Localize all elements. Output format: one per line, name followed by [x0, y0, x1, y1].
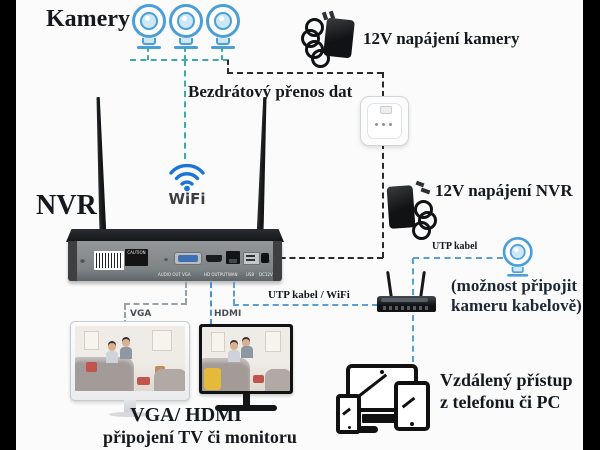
nvr-dc-jack [261, 253, 269, 263]
letterbox-right [583, 0, 600, 450]
nvr-top-edge [66, 229, 284, 242]
wall-socket-icon [360, 96, 409, 146]
connector-camera-bus [130, 59, 229, 61]
connector-socket-to-nvr-power [382, 143, 384, 258]
camera-icon [167, 4, 205, 50]
tablet-icon [394, 381, 430, 431]
connector-vga-2 [124, 303, 187, 305]
wifi-icon [167, 158, 207, 192]
wired-note-line2: kameru kabelově) [451, 296, 582, 315]
connector-hdmi [210, 282, 212, 325]
nvr-label: NVR [36, 190, 97, 221]
bottom-title: VGA/ HDMI [130, 404, 242, 426]
remote-label-line2: z telefonu či PC [440, 392, 561, 412]
connector-wireless-to-wifi [184, 60, 186, 159]
connector-utp-camera [413, 257, 503, 259]
bottom-subtitle: připojení TV či monitoru [103, 427, 297, 447]
phone-icon [336, 394, 361, 434]
wired-camera-icon [501, 237, 534, 277]
router-antenna-left [386, 270, 393, 299]
power-nvr-label: 12V napájení NVR [435, 181, 573, 200]
nvr-port-label: VGA [182, 272, 191, 277]
nvr-port-label: DC12V [259, 272, 273, 277]
nvr-antenna-right [256, 97, 270, 233]
camera-icon [130, 4, 168, 50]
nvr-caution-label: CAUTION [125, 249, 148, 266]
connector-vga-1 [185, 282, 187, 304]
router-antenna-right [419, 270, 426, 299]
tv-hdmi-icon [199, 324, 293, 411]
nvr-usb-port [243, 252, 260, 265]
power-adapter-camera-icon [299, 10, 359, 68]
letterbox-left [0, 0, 16, 450]
utp-kabel-label: UTP kabel [432, 241, 478, 252]
nvr-port-label: AUDIO OUT [158, 272, 181, 277]
connector-camera3-down [221, 47, 223, 60]
remote-label-line1: Vzdálený přístup [440, 370, 573, 390]
connector-nvr-power [270, 257, 383, 259]
hdmi-label: HDMI [214, 309, 242, 319]
tv-screen-logo [203, 367, 222, 390]
pc-mouse-icon [352, 426, 378, 433]
monitor-vga-icon [70, 321, 190, 417]
nvr-audio-port [164, 257, 168, 261]
nvr-vga-port [174, 252, 202, 265]
wifi-label: WiFi [168, 190, 206, 208]
wireless-label: Bezdrátový přenos dat [188, 82, 353, 101]
wired-note-line1: (možnost připojit [451, 276, 578, 295]
nvr-port-label: WAN [228, 272, 238, 277]
power-camera-label: 12V napájení kamery [363, 29, 520, 48]
connector-power-to-socket [382, 72, 384, 97]
nvr-device: CAUTION AUDIO OUT VGA HD OUTPUT WAN USB … [68, 241, 282, 281]
power-adapter-nvr-icon [386, 180, 438, 240]
connector-utp-wifi-2 [233, 304, 378, 306]
connector-power-horizontal [227, 72, 383, 74]
utp-wifi-label: UTP kabel / WiFi [268, 289, 350, 301]
connector-vga-3 [124, 304, 126, 334]
kamery-label: Kamery [46, 6, 130, 32]
connector-utp-wifi-1 [233, 282, 235, 305]
nvr-port-label: HD OUTPUT [204, 272, 228, 277]
connector-router-to-devices [412, 315, 414, 362]
nvr-port-label: USB [246, 272, 255, 277]
vga-label: VGA [130, 309, 152, 319]
connector-power-elbow [227, 60, 229, 73]
camera-icon [204, 4, 242, 50]
connector-camera2-down [184, 47, 186, 60]
nvr-barcode-sticker [94, 251, 124, 270]
connector-utp-to-router [412, 258, 414, 295]
nvr-wan-port [226, 251, 240, 264]
connector-camera1-down [147, 47, 149, 60]
nvr-hdmi-port [206, 255, 222, 262]
pc-keyboard-icon [362, 414, 402, 423]
router-icon [377, 296, 436, 312]
